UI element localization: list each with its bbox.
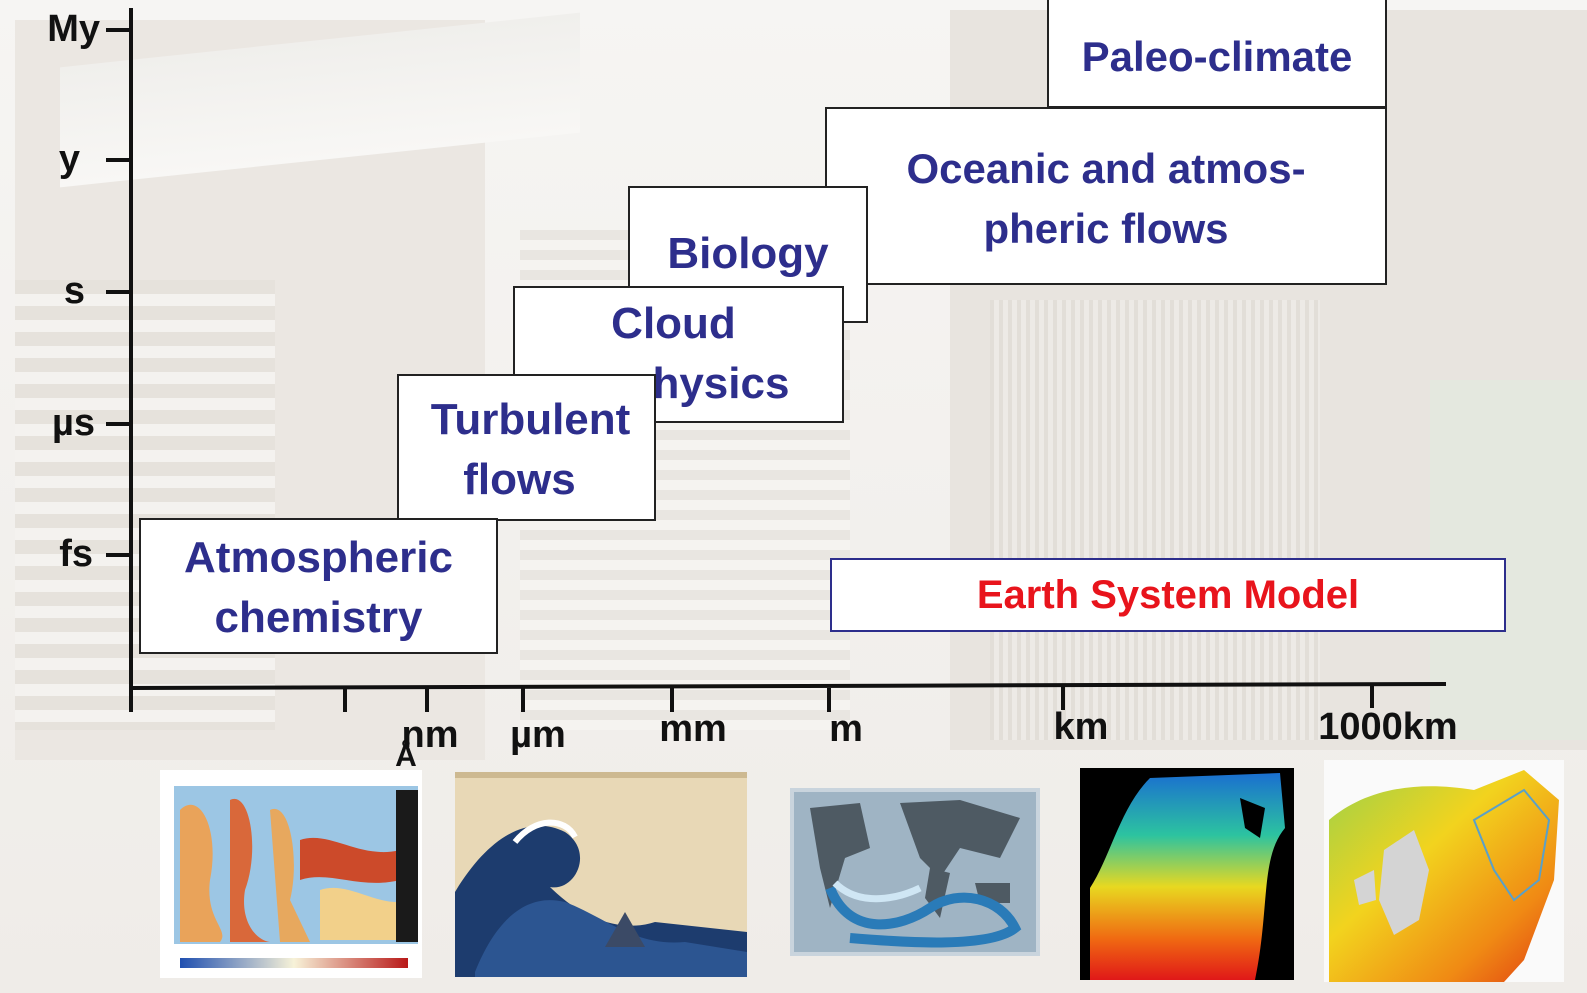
x-tick-um: µm — [510, 714, 566, 756]
x-tick-km: km — [1053, 706, 1109, 748]
x-tick-1000km: 1000km — [1318, 706, 1458, 748]
x-tick-mm: mm — [659, 708, 727, 750]
paleo-climate-label: Paleo-climate — [1081, 33, 1353, 80]
ocean-conveyor-map — [790, 788, 1040, 956]
oceanic-atmospheric-flows-box: Oceanic and atmos- pheric flows — [825, 107, 1387, 285]
y-tick-my: My — [47, 8, 100, 50]
y-tick-s: s — [63, 270, 85, 312]
x-tick-m: m — [829, 708, 863, 750]
great-wave-painting — [455, 772, 747, 977]
biology-label: Biology — [667, 229, 829, 278]
x-axis-ticks — [343, 684, 1374, 712]
x-tick-angstrom: Å — [395, 740, 417, 773]
oceanic-label-line2: pheric flows — [983, 205, 1229, 252]
turbulent-label-line1: Turbulent — [430, 395, 631, 444]
oceanic-label-line1: Oceanic and atmos- — [906, 145, 1306, 192]
x-tick-nm: nm — [401, 714, 459, 756]
earth-system-model-label: Earth System Model — [976, 573, 1360, 617]
paleo-climate-box: Paleo-climate — [1047, 0, 1387, 108]
atmospheric-chemistry-box: Atmospheric chemistry — [139, 518, 498, 654]
atmospheric-chemistry-heatmap — [160, 770, 422, 978]
turbulent-flows-box: Turbulent flows — [397, 374, 656, 521]
turbulent-label-line2: flows — [463, 455, 576, 504]
earth-system-model-box: Earth System Model — [830, 558, 1506, 632]
y-tick-y: y — [58, 138, 80, 180]
atmospheric-label-line1: Atmospheric — [184, 533, 453, 582]
y-tick-fs: fs — [59, 533, 93, 575]
y-axis-ticks — [106, 28, 131, 557]
cloud-label-line1: Cloud — [611, 299, 736, 348]
atmospheric-label-line2: chemistry — [214, 593, 423, 642]
atlantic-temperature-map — [1080, 768, 1294, 980]
x-axis-line — [130, 682, 1447, 690]
y-tick-us: µs — [51, 402, 95, 444]
north-sea-temperature-map — [1324, 760, 1564, 982]
